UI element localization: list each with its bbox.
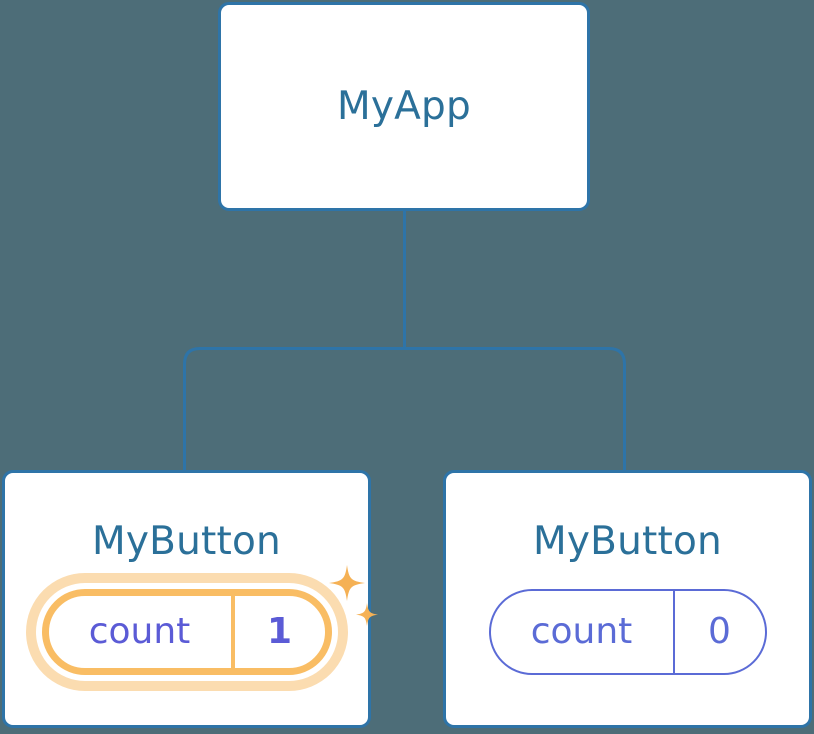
- state-value: 0: [708, 611, 731, 652]
- node-mybutton-right[interactable]: MyButton count 0: [443, 470, 812, 728]
- state-pill-wrapper: count 1: [41, 565, 378, 675]
- state-pill-divider: [230, 596, 235, 668]
- state-pill-divider: [672, 591, 675, 673]
- node-mybutton-left[interactable]: MyButton count 1: [2, 470, 378, 728]
- connector-branch-left: [183, 347, 405, 471]
- node-title: MyButton: [92, 519, 281, 564]
- state-value: 1: [266, 611, 293, 652]
- node-title: MyButton: [533, 519, 722, 564]
- state-key: count: [88, 611, 191, 652]
- state-pill[interactable]: count 0: [488, 589, 767, 675]
- state-pill-highlighted[interactable]: count 1: [41, 589, 332, 675]
- sparkle-star-large-icon: [328, 565, 365, 601]
- node-myapp[interactable]: MyApp: [218, 2, 590, 211]
- sparkle-star-small-icon: [355, 603, 378, 626]
- node-title: MyApp: [337, 84, 471, 129]
- state-pill-wrapper: count 0: [488, 589, 767, 675]
- state-key: count: [530, 611, 633, 652]
- connector-branch-right: [404, 347, 626, 471]
